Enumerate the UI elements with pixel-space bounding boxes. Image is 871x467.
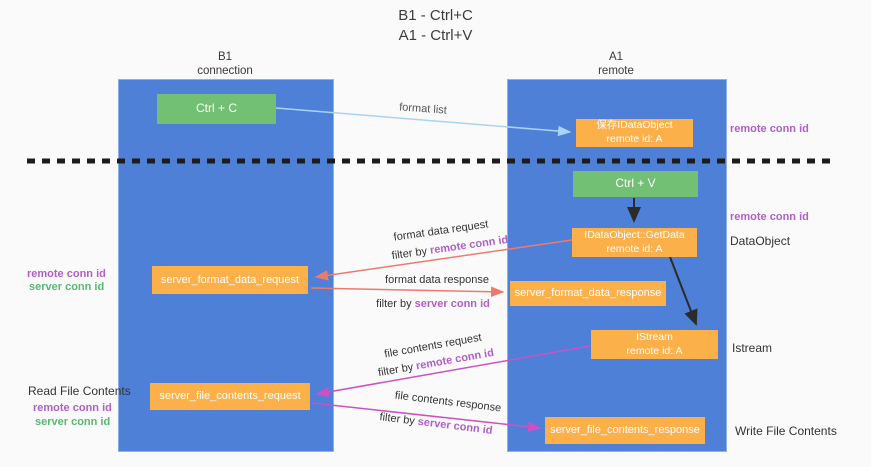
label-dataobject: DataObject	[730, 234, 791, 248]
file-contents-request-arrow	[315, 345, 591, 398]
column-a1-name: A1	[608, 51, 624, 63]
column-header-a1: A1 remote	[546, 50, 686, 79]
node-server-format-data-request-label: server_format_data_request	[160, 273, 300, 286]
label-remote-conn-id-top-right: remote conn id	[730, 123, 809, 135]
node-getdata-line2: remote id: A	[606, 242, 663, 255]
page-title-line2: A1 - Ctrl+V	[398, 27, 473, 45]
server-conn-id-key: server conn id	[414, 298, 490, 310]
label-istream: Istream	[732, 341, 773, 355]
node-server-file-contents-request: server_file_contents_request	[150, 383, 310, 410]
node-ctrl-v-label: Ctrl + V	[615, 176, 656, 191]
node-ctrl-v: Ctrl + V	[573, 171, 698, 197]
label-server-conn-id-bottom-left: server conn id	[35, 416, 111, 428]
node-server-format-data-response-label: server_format_data_response	[514, 287, 662, 300]
getdata-to-istream-arrow	[669, 256, 698, 326]
node-getdata: IDataObject::GetData remote id: A	[572, 228, 697, 257]
column-b1-name: B1	[217, 51, 233, 63]
label-read-file-contents: Read File Contents	[28, 384, 131, 398]
format-list-arrow	[275, 107, 572, 137]
column-a1-role: remote	[598, 65, 634, 78]
node-istream-line1: IStream	[636, 330, 673, 343]
column-header-b1: B1 connection	[155, 50, 295, 79]
label-write-file-contents: Write File Contents	[735, 424, 837, 438]
node-server-file-contents-response-label: server_file_contents_response	[550, 424, 700, 437]
node-istream: IStream remote id: A	[591, 330, 718, 359]
label-remote-conn-id-bottom-left: remote conn id	[33, 402, 112, 414]
node-server-format-data-request: server_format_data_request	[152, 266, 308, 294]
node-ctrl-c-label: Ctrl + C	[195, 101, 237, 116]
format-data-response-arrow	[310, 286, 505, 297]
node-getdata-line1: IDataObject::GetData	[584, 228, 685, 241]
label-format-data-response-filter: filter by server conn id	[376, 298, 490, 310]
file-contents-response-arrow	[311, 402, 542, 432]
node-save-dataobject: 保存IDataObject remote id: A	[576, 119, 693, 147]
node-ctrl-c: Ctrl + C	[157, 94, 276, 124]
node-server-file-contents-request-label: server_file_contents_request	[159, 390, 301, 403]
page-title: B1 - Ctrl+C A1 - Ctrl+V	[0, 6, 871, 47]
label-remote-conn-id-mid-left: remote conn id	[27, 268, 106, 280]
page-title-line1: B1 - Ctrl+C	[398, 7, 473, 24]
format-data-request-arrow	[314, 239, 573, 281]
node-save-dataobject-line2: remote id: A	[606, 133, 663, 145]
node-server-file-contents-response: server_file_contents_response	[545, 417, 705, 444]
label-format-data-response: format data response	[385, 274, 489, 286]
node-istream-line2: remote id: A	[626, 344, 683, 357]
label-server-conn-id-mid-left: server conn id	[29, 281, 105, 293]
node-save-dataobject-line1: 保存IDataObject	[596, 119, 673, 132]
column-b1-role: connection	[197, 65, 253, 78]
node-server-format-data-response: server_format_data_response	[510, 281, 666, 306]
label-remote-conn-id-mid-right: remote conn id	[730, 211, 809, 223]
filter-by-text: filter by	[376, 298, 415, 310]
